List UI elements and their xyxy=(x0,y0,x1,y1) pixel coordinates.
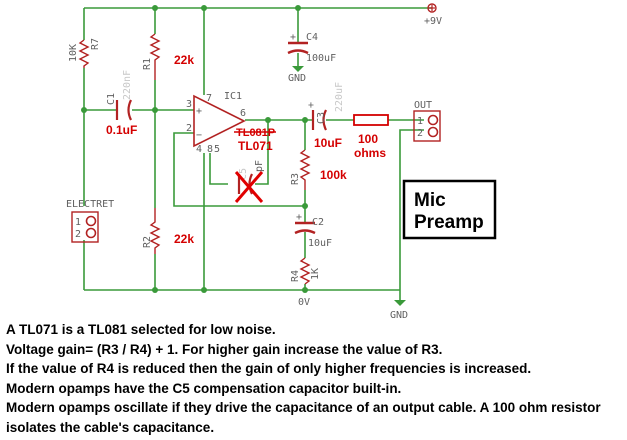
title-line-2: Preamp xyxy=(414,212,484,233)
out-label: OUT xyxy=(414,100,432,111)
capacitor-c1: C1 220nF 0.1uF xyxy=(106,70,137,137)
note-item: If the value of R4 is reduced then the g… xyxy=(6,361,532,377)
c1-faint-value: 220nF xyxy=(122,70,133,100)
rout-value: 100 xyxy=(358,132,378,146)
rout-unit: ohms xyxy=(354,146,386,160)
resistor-r3: R3 100k xyxy=(290,149,347,190)
r7-value: 10K xyxy=(68,44,79,62)
ic1-pin-7: 7 xyxy=(206,93,212,104)
r2-ref: R2 xyxy=(142,236,153,248)
r1-value: 22k xyxy=(174,53,194,67)
mic-label: ELECTRET xyxy=(66,199,114,210)
electret-connector: ELECTRET 1 2 xyxy=(66,199,114,243)
title-box: Mic Preamp xyxy=(402,179,497,240)
c5-value: pF xyxy=(254,160,265,172)
notes-list: A TL071 is a TL081 selected for low nois… xyxy=(6,320,626,438)
ic1-inv-symbol: − xyxy=(196,130,202,141)
gnd-symbol-out: GND xyxy=(390,300,408,318)
ic1-pin-3: 3 xyxy=(186,99,192,110)
capacitor-c4: + C4 100uF GND xyxy=(287,32,336,84)
c3-faint-value: 220uF xyxy=(334,82,345,112)
r4-value: 1K xyxy=(310,268,321,280)
capacitor-c3: + C3 220uF 10uF xyxy=(306,82,345,150)
out-pin-1: 1 xyxy=(417,116,423,127)
note-item: A TL071 is a TL081 selected for low nois… xyxy=(6,322,276,337)
ic1-ref: IC1 xyxy=(224,91,242,102)
c4-value: 100uF xyxy=(306,53,336,64)
ic1-part: TL071 xyxy=(238,139,273,153)
note-item: Voltage gain= (R3 / R4) + 1. For higher … xyxy=(6,341,443,357)
r7-ref: R7 xyxy=(90,38,101,50)
r2-value: 22k xyxy=(174,232,194,246)
r1-ref: R1 xyxy=(142,58,153,70)
supply-label: +9V xyxy=(424,16,442,27)
ic1-pin-6: 6 xyxy=(240,108,246,119)
svg-text:C5: C5 xyxy=(238,168,249,180)
resistor-r2: R2 22k xyxy=(142,208,194,254)
output-connector: OUT 1 2 xyxy=(413,100,441,142)
c2-ref: C2 xyxy=(312,217,324,228)
ic1-pin-8: 8 xyxy=(207,144,213,155)
title-line-1: Mic xyxy=(414,190,446,211)
resistor-r7: 10K R7 xyxy=(68,38,101,68)
mic-pin-1: 1 xyxy=(75,217,81,228)
r4-ref: R4 xyxy=(290,270,301,282)
junction-dots xyxy=(81,5,308,293)
svg-text:+: + xyxy=(306,102,317,108)
gnd-label-out: GND xyxy=(390,310,408,318)
opamp-ic1: + − IC1 3 2 6 7 4 8 5 TL081P TL071 xyxy=(186,91,276,155)
capacitor-c5: C5 pF xyxy=(234,160,265,203)
c1-ref: C1 xyxy=(106,93,117,105)
ic1-struck-part: TL081P xyxy=(236,127,275,139)
mic-pin-2: 2 xyxy=(75,229,81,240)
r3-value: 100k xyxy=(320,168,347,182)
ic1-pin-5: 5 xyxy=(214,144,220,155)
resistor-output: 100 ohms xyxy=(353,114,389,160)
c2-value: 10uF xyxy=(308,238,332,249)
c4-ref: C4 xyxy=(306,32,318,43)
svg-text:+: + xyxy=(290,32,296,43)
note-item: Modern opamps have the C5 compensation c… xyxy=(6,380,402,396)
capacitor-c2: + C2 10uF xyxy=(294,212,332,249)
c1-value: 0.1uF xyxy=(106,123,137,137)
ic1-pin-2: 2 xyxy=(186,123,192,134)
supply-terminal: +9V xyxy=(424,3,442,27)
ic1-pin-4: 4 xyxy=(196,144,202,155)
out-pin-2: 2 xyxy=(417,128,423,139)
svg-text:+: + xyxy=(296,212,302,223)
circuit-schematic: +9V 10K R7 R1 22k C1 220nF 0.1uF + − IC1… xyxy=(66,3,497,318)
note-item: Modern opamps oscillate if they drive th… xyxy=(6,400,601,435)
c3-ref: C3 xyxy=(316,112,327,124)
c3-value: 10uF xyxy=(314,136,342,150)
c4-gnd-label: GND xyxy=(288,73,306,84)
ic1-noninv-symbol: + xyxy=(196,106,202,117)
zero-volt-label: 0V xyxy=(298,297,310,308)
resistor-r4: R4 1K xyxy=(290,257,321,285)
resistor-r1: R1 22k xyxy=(142,33,194,80)
r3-ref: R3 xyxy=(290,173,301,185)
